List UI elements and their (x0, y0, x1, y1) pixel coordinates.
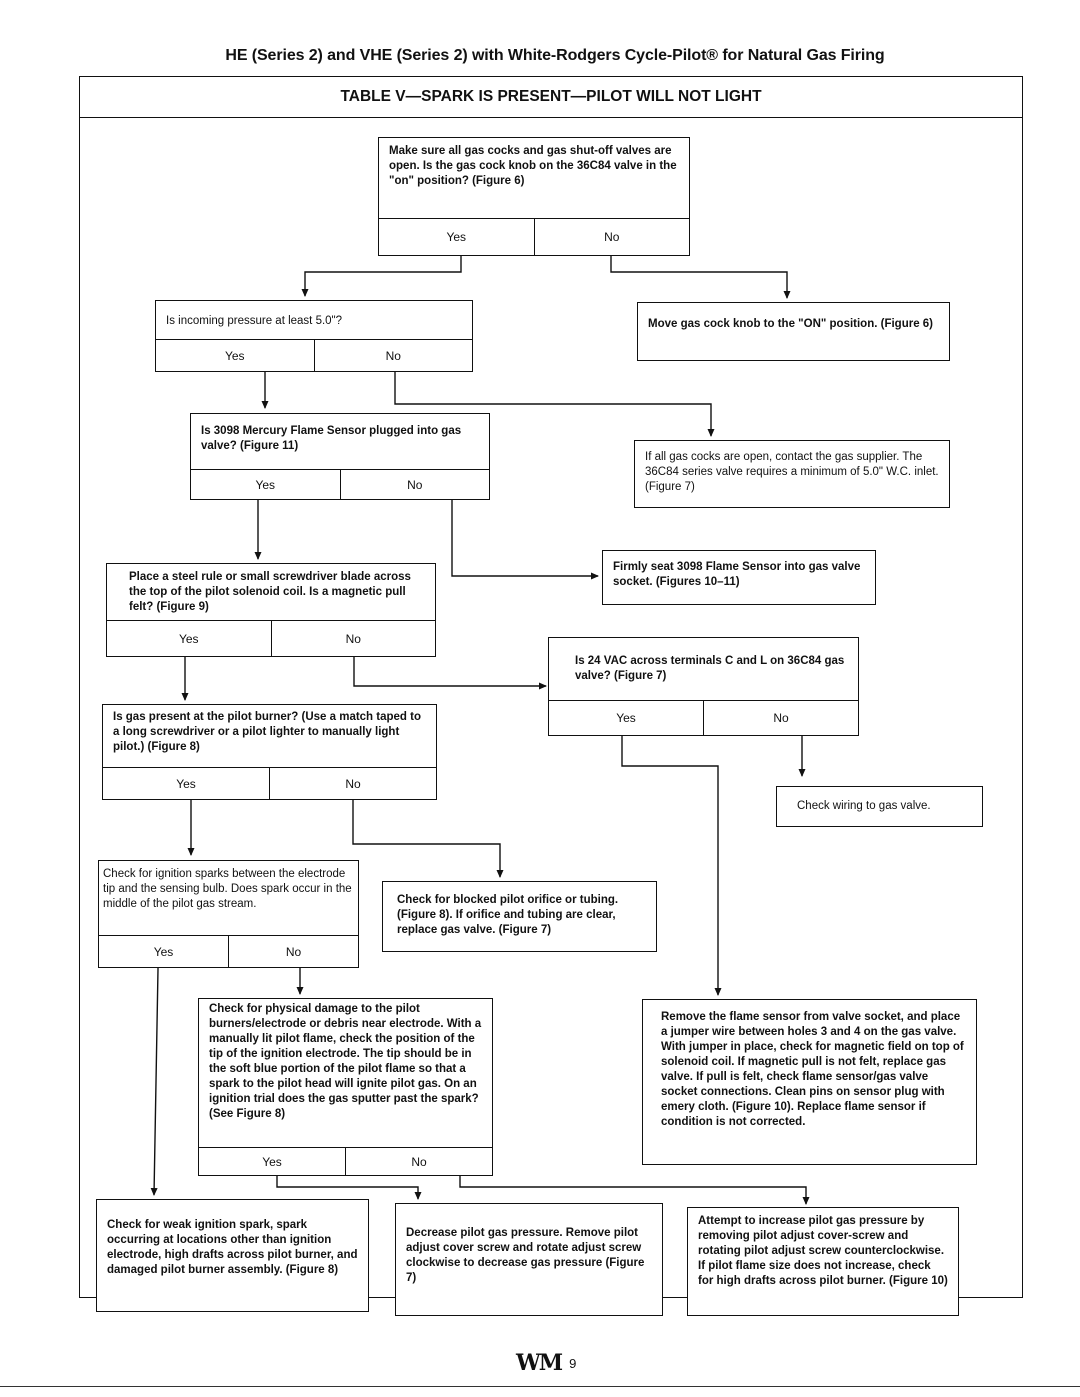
decision-24vac-terminals: Is 24 VAC across terminals C and L on 36… (548, 637, 859, 736)
no-label: No (533, 219, 690, 255)
yes-label: Yes (446, 230, 467, 244)
action-decrease-pilot-pressure: Decrease pilot gas pressure. Remove pilo… (395, 1203, 663, 1316)
yes-label: Yes (153, 944, 174, 959)
decision-magnetic-pull: Place a steel rule or small screwdriver … (106, 563, 436, 657)
page-number: 9 (569, 1355, 577, 1371)
bottom-rule (0, 1386, 1080, 1387)
no-label: No (269, 768, 436, 799)
connector-24vac-yes (621, 736, 722, 996)
no-label: No (703, 701, 858, 735)
no-label: No (270, 621, 436, 656)
action-check-weak-spark: Check for weak ignition spark, spark occ… (96, 1199, 369, 1312)
table-title: TABLE V—SPARK IS PRESENT—PILOT WILL NOT … (79, 76, 1023, 118)
yes-label: Yes (616, 711, 636, 725)
decision-text: Is 24 VAC across terminals C and L on 36… (575, 655, 845, 682)
connector-damage-yes (276, 1176, 422, 1200)
connector-pressure-no (394, 372, 715, 437)
yes-label: Yes (224, 348, 245, 363)
decision-flame-sensor-plugged: Is 3098 Mercury Flame Sensor plugged int… (190, 413, 490, 500)
decision-ignition-sparks: Check for ignition sparks between the el… (98, 860, 359, 968)
yes-no-row: Yes No (99, 935, 358, 967)
yes-no-row: Yes No (549, 700, 858, 735)
action-increase-pilot-pressure: Attempt to increase pilot gas pressure b… (687, 1207, 959, 1316)
connector-damage-no (459, 1176, 810, 1205)
yes-label: Yes (255, 477, 276, 492)
decision-incoming-pressure: Is incoming pressure at least 5.0"? Yes … (155, 300, 473, 372)
action-check-wiring: Check wiring to gas valve. (776, 786, 983, 827)
action-remove-flame-sensor: Remove the flame sensor from valve socke… (642, 999, 977, 1165)
yes-label: Yes (178, 631, 199, 646)
decision-text: Make sure all gas cocks and gas shut-off… (389, 145, 677, 187)
no-label: No (228, 936, 358, 967)
page-header: HE (Series 2) and VHE (Series 2) with Wh… (225, 47, 885, 64)
connector-gascock-yes (301, 256, 462, 297)
decision-physical-damage: Check for physical damage to the pilot b… (198, 998, 493, 1176)
wm-logo: WM (516, 1350, 563, 1376)
action-contact-gas-supplier: If all gas cocks are open, contact the g… (634, 440, 950, 508)
decision-text: Check for physical damage to the pilot b… (209, 1003, 482, 1120)
decision-text: Check for ignition sparks between the el… (103, 868, 352, 910)
connector-gascock-no (610, 256, 791, 299)
decision-gas-at-pilot-burner: Is gas present at the pilot burner? (Use… (102, 704, 437, 800)
yes-no-row: Yes No (107, 620, 435, 656)
no-label: No (313, 340, 473, 371)
connector-sparks-yes (150, 968, 159, 1196)
yes-label: Yes (176, 776, 196, 791)
decision-gas-cocks-open: Make sure all gas cocks and gas shut-off… (378, 137, 690, 256)
yes-no-row: Yes No (156, 339, 472, 371)
yes-label: Yes (262, 1154, 282, 1169)
action-check-blocked-orifice: Check for blocked pilot orifice or tubin… (382, 881, 657, 952)
no-label: No (339, 470, 490, 499)
connector-magnetic-no (353, 657, 547, 690)
no-label: No (345, 1148, 492, 1175)
page-footer: WM 9 (516, 1350, 576, 1376)
action-move-gas-cock-knob: Move gas cock knob to the "ON" position.… (637, 302, 950, 361)
connector-gaspresent-no (352, 800, 504, 878)
decision-text: Place a steel rule or small screwdriver … (129, 571, 411, 613)
yes-no-row: Yes No (103, 767, 436, 799)
connector-sensor-no (451, 500, 599, 580)
yes-no-row: Yes No (199, 1147, 492, 1175)
yes-no-row: Yes No (379, 218, 689, 255)
decision-text: Is gas present at the pilot burner? (Use… (113, 711, 422, 753)
decision-text: Is incoming pressure at least 5.0"? (166, 315, 343, 327)
decision-text: Is 3098 Mercury Flame Sensor plugged int… (201, 425, 462, 452)
action-seat-flame-sensor: Firmly seat 3098 Flame Sensor into gas v… (602, 550, 876, 605)
yes-no-row: Yes No (191, 469, 489, 499)
